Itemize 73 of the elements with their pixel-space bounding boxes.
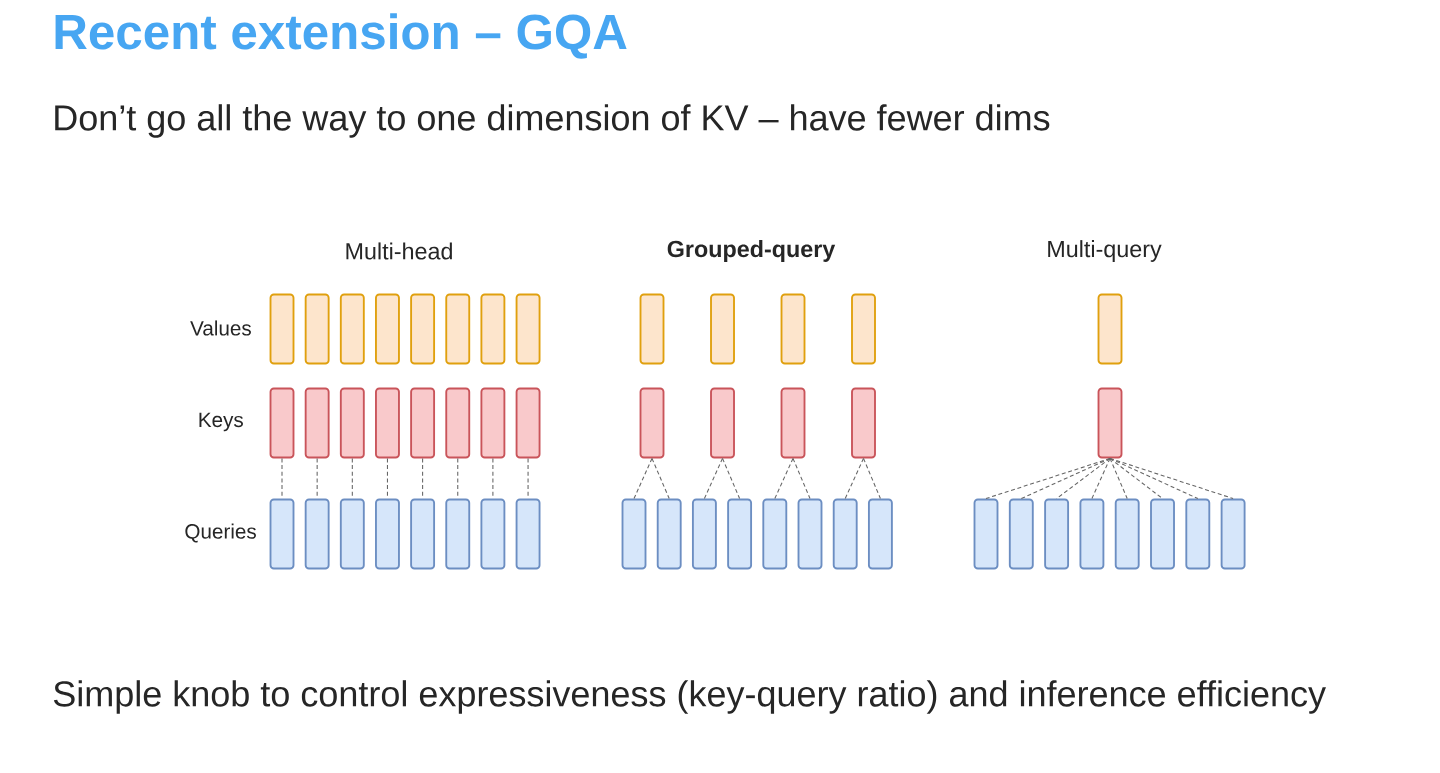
key-bar — [410, 387, 436, 459]
key-bar — [710, 387, 735, 459]
query-bar — [515, 498, 541, 570]
value-bar — [780, 293, 806, 365]
value-bar — [639, 293, 665, 365]
query-bar — [656, 498, 682, 570]
value-bar — [710, 293, 735, 365]
row-label: Values — [190, 320, 251, 336]
connector-line — [1109, 457, 1234, 500]
key-bar — [445, 387, 471, 459]
key-bar — [375, 387, 400, 459]
value-bar — [851, 293, 876, 365]
key-bar — [639, 387, 665, 459]
query-bar — [304, 498, 330, 570]
connector-line — [792, 457, 811, 500]
query-bar — [1008, 498, 1034, 570]
query-bar — [480, 498, 506, 570]
value-bar — [375, 293, 400, 365]
value-bar — [480, 293, 506, 365]
query-bar — [375, 498, 400, 570]
connector-line — [844, 457, 865, 500]
value-bar — [339, 293, 365, 365]
value-bar — [269, 293, 295, 365]
key-bar — [780, 387, 806, 459]
value-bar — [304, 293, 330, 365]
query-bar — [762, 498, 788, 570]
value-bar — [1097, 293, 1123, 365]
key-bar — [304, 387, 330, 459]
query-bar — [1220, 498, 1246, 570]
connector-line — [1109, 457, 1164, 500]
query-bar — [832, 498, 858, 570]
connector-line — [703, 457, 724, 500]
key-bar — [1097, 387, 1123, 459]
query-bar — [339, 498, 365, 570]
query-bar — [797, 498, 823, 570]
query-bar — [973, 498, 999, 570]
connector-line — [862, 457, 881, 500]
key-bar — [269, 387, 295, 459]
connector-line — [633, 457, 653, 500]
slide-title: Recent extension – GQA — [55, 13, 627, 59]
row-label: Queries — [185, 523, 256, 543]
query-bar — [269, 498, 295, 570]
bottom-note: Simple knob to control expressiveness (key-query ratio) and inference efficiency — [53, 680, 1326, 714]
connector-line — [1056, 457, 1111, 500]
query-bar — [1114, 498, 1140, 570]
key-bar — [339, 387, 365, 459]
connector-line — [721, 457, 741, 500]
query-bar — [410, 498, 436, 570]
query-bar — [1185, 498, 1211, 570]
query-bar — [727, 498, 753, 570]
connector-line — [1091, 457, 1111, 500]
query-bar — [1150, 498, 1175, 570]
connector-line — [1020, 457, 1111, 500]
query-bar — [1079, 498, 1105, 570]
query-bar — [621, 498, 647, 570]
query-bar — [445, 498, 471, 570]
column-heading: Grouped-query — [667, 240, 836, 262]
key-bar — [851, 387, 876, 459]
column-heading: Multi-head — [346, 242, 452, 260]
key-bar — [480, 387, 506, 459]
value-bar — [515, 293, 541, 365]
key-bar — [515, 387, 541, 459]
query-bar — [867, 498, 893, 570]
column-heading: Multi-query — [1048, 240, 1162, 262]
value-bar — [410, 293, 436, 365]
query-bar — [1044, 498, 1070, 570]
connector-line — [1109, 457, 1128, 500]
query-bar — [691, 498, 717, 570]
connector-line — [774, 457, 794, 500]
connector-line — [651, 457, 670, 500]
row-label: Keys — [199, 412, 243, 432]
subtitle: Don’t go all the way to one dimension of KV – have fewer dims — [55, 104, 1050, 138]
value-bar — [445, 293, 471, 365]
